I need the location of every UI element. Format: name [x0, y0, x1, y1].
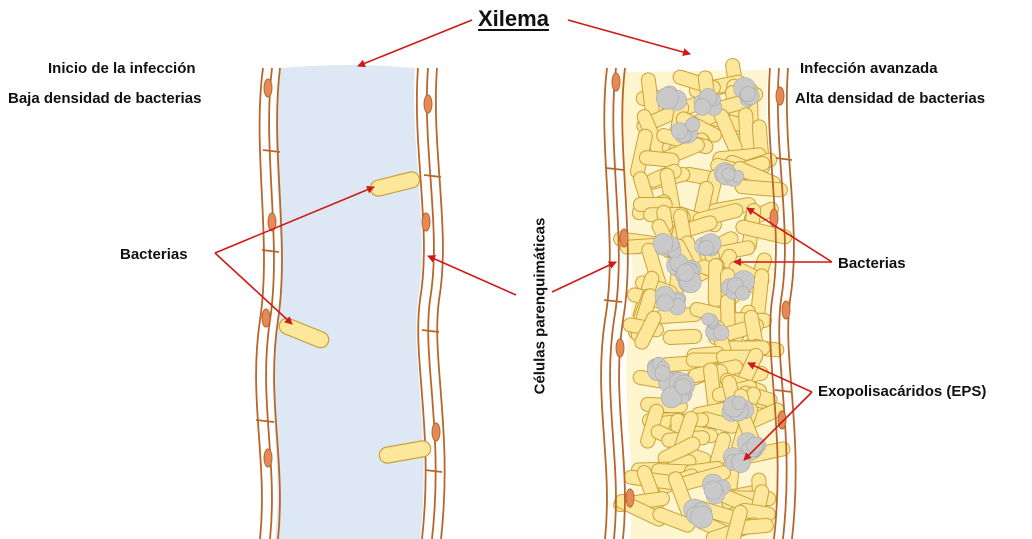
left-vessel-lumen [273, 65, 423, 539]
xilema-arrow-left [358, 20, 472, 66]
right-heading-line1: Infección avanzada [800, 60, 938, 77]
parenchyma-cells-label: Células parenquimáticas [532, 218, 549, 395]
xilema-title: Xilema [478, 6, 549, 32]
xilema-arrow-right [568, 20, 690, 54]
right-heading-line2: Alta densidad de bacterias [795, 90, 985, 107]
left-xylem-vessel [256, 65, 445, 539]
left-bacteria-label: Bacterias [120, 246, 188, 263]
right-bacteria-label: Bacterias [838, 255, 906, 272]
bacterium [663, 329, 702, 345]
eps-label: Exopolisacáridos (EPS) [818, 383, 986, 400]
left-heading-line1: Inicio de la infección [48, 60, 196, 77]
parenchyma-arrow-right [552, 262, 616, 292]
left-heading-line2: Baja densidad de bacterias [8, 90, 201, 107]
right-xylem-vessel [601, 57, 796, 539]
